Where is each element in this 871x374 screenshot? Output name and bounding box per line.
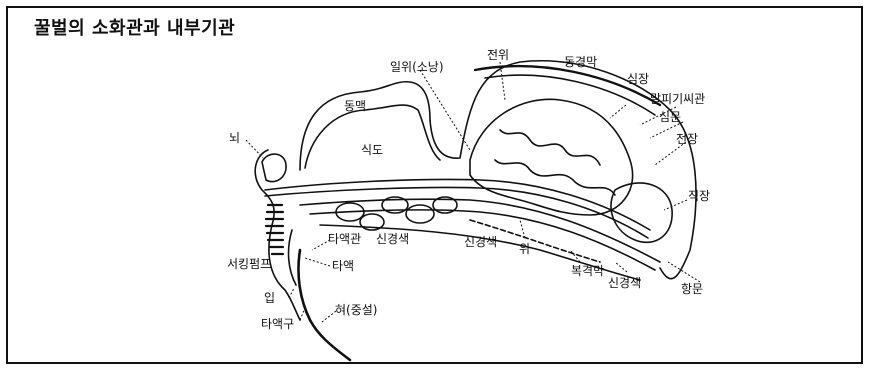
label-taek: 타액 xyxy=(332,259,354,273)
label-sikdo: 식도 xyxy=(361,143,383,157)
label-wi: 위 xyxy=(519,242,530,256)
label-seokingpump: 서킹펌프 xyxy=(227,257,271,271)
leader-hyeo xyxy=(322,311,336,322)
label-ip: 입 xyxy=(264,291,275,305)
label-nwe: 뇌 xyxy=(229,131,240,145)
label-singyeongsaek-1: 신경색 xyxy=(376,232,409,246)
label-jeonwi: 전위 xyxy=(487,48,509,62)
leader-singyeongsaek3 xyxy=(615,262,627,272)
label-simjang: 심장 xyxy=(627,72,649,86)
leader-nwe xyxy=(246,140,263,158)
label-taekgwan: 타액관 xyxy=(328,232,361,246)
label-hyeo: 혀(중설) xyxy=(335,303,377,317)
label-simmun: 심문 xyxy=(659,110,681,124)
leader-ip xyxy=(289,288,294,298)
label-malpigi: 말피기씨관 xyxy=(650,92,705,106)
label-hangmun: 항문 xyxy=(681,282,703,296)
label-jikjang: 직장 xyxy=(688,189,710,203)
crop-outline xyxy=(305,105,440,168)
label-ilwi: 일위(소낭) xyxy=(390,60,444,74)
label-singyeongsaek-2: 신경색 xyxy=(464,235,497,249)
label-bokgyeokmak: 복격막 xyxy=(571,264,604,278)
leader-simjang xyxy=(610,105,626,118)
leader-jikjang xyxy=(664,200,687,210)
label-jeonjang: 전장 xyxy=(676,132,698,146)
head-outline xyxy=(255,150,300,320)
label-singyeongsaek-3: 신경색 xyxy=(608,276,641,290)
body-ventral-outline xyxy=(300,199,660,262)
brain xyxy=(262,154,286,182)
label-taekgu: 타액구 xyxy=(261,317,294,331)
label-donggyeongmak: 동경막 xyxy=(564,55,597,69)
leader-taek xyxy=(305,258,330,266)
label-dongmaek: 동맥 xyxy=(344,99,366,113)
